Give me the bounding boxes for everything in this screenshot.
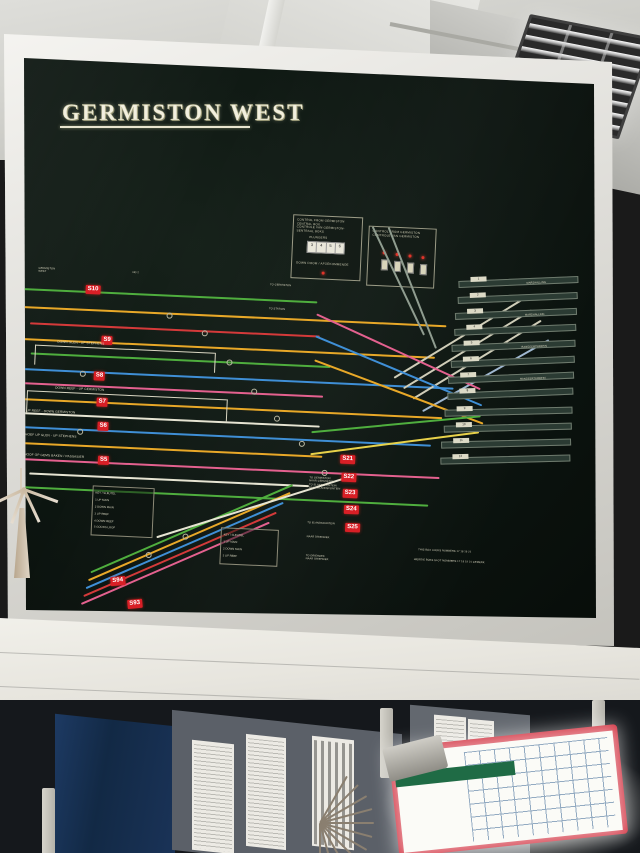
siding-label: 12 <box>452 453 469 460</box>
route-label: DOWN REEF - UP GERMISTON <box>55 385 105 392</box>
legend-entry: 2 DOWN MAIN <box>222 546 243 552</box>
legend-box: KEY / SLEUTEL 1 UP MAIN 2 DOWN MAIN 3 UP… <box>90 485 155 539</box>
track-line <box>24 485 429 508</box>
siding-label: 8 <box>459 387 476 394</box>
control-diagram-board: GERMISTON WEST CONTROL FROM GERMISTON CE… <box>0 34 640 728</box>
siding-label: 6 <box>462 356 479 362</box>
siding-label: 9 <box>456 405 473 412</box>
siding-label: 10 <box>455 421 472 428</box>
legend-title: KEY / SLEUTEL <box>223 532 245 538</box>
legend-entry: 4 DOWN REEF <box>94 518 114 524</box>
track-line <box>30 352 331 369</box>
signal-label-s94[interactable]: S94 <box>110 575 126 587</box>
siding-label: 3 <box>466 308 484 314</box>
yard-name: RANGEERTERREIN <box>521 344 548 349</box>
siding-label: 11 <box>453 437 470 444</box>
support-pole <box>42 788 55 853</box>
route-label: TO ELANDSFONTEIN <box>307 521 335 526</box>
counter-digit: 4 <box>316 242 327 253</box>
point-marker[interactable] <box>77 428 84 435</box>
legend-entry: 5 GOODS LOOP <box>93 524 116 530</box>
siding-label: 7 <box>460 371 477 378</box>
track-line <box>29 322 320 338</box>
key-switch[interactable] <box>380 259 389 271</box>
signal-label-s24[interactable]: S24 <box>343 504 359 515</box>
panel-right-heading: CONTROL FROM GERMISTON CONTROLE VAN GERM… <box>372 228 421 239</box>
legend-entry: 2 DOWN MAIN <box>94 504 114 510</box>
point-marker[interactable] <box>182 533 189 540</box>
blue-curtain <box>55 713 175 853</box>
route-label: NAAR DRIEHOEK <box>306 535 330 540</box>
route-label: DOWN GLEN - UP STEPHENS <box>57 339 105 346</box>
signal-label-s22[interactable]: S22 <box>341 472 357 483</box>
legend-entry: 3 UP REEF <box>222 553 238 558</box>
signal-label-s25[interactable]: S25 <box>344 522 361 533</box>
route-box <box>225 399 228 422</box>
counter-digit: 3 <box>307 241 318 253</box>
signal-label-s10[interactable]: S10 <box>85 284 101 295</box>
point-marker[interactable] <box>273 415 281 422</box>
legend-entry: 3 UP REEF <box>94 511 109 516</box>
signal-label-s23[interactable]: S23 <box>342 488 358 499</box>
windmill-body <box>14 508 30 578</box>
signal-label-s5[interactable]: S5 <box>97 455 110 466</box>
counter-digit: 5 <box>326 242 336 254</box>
track-diagram: CONTROL FROM GERMISTON CENTRAL BOX CONTR… <box>24 60 593 618</box>
page-title: GERMISTON WEST <box>62 100 305 125</box>
signal-label-s8[interactable]: S8 <box>93 371 106 381</box>
roster-grid <box>463 737 617 842</box>
posted-document <box>192 739 234 853</box>
key-switch[interactable] <box>419 263 428 276</box>
route-label: TO GERMISTON <box>269 283 292 288</box>
windmill-pole <box>20 468 22 494</box>
board-face: GERMISTON WEST CONTROL FROM GERMISTON CE… <box>24 58 596 618</box>
point-marker[interactable] <box>226 359 233 366</box>
signal-label-s6[interactable]: S6 <box>97 421 110 432</box>
control-panel-left[interactable]: CONTROL FROM GERMISTON CENTRAL BOX CONTR… <box>290 214 364 282</box>
panel-left-footer: DOWN DOOM / AFGEKOMMENDE <box>296 260 349 267</box>
track-line <box>29 472 310 487</box>
counter-digit: 6 <box>338 245 341 250</box>
signal-label-s7[interactable]: S7 <box>96 397 109 407</box>
track-line <box>24 457 440 480</box>
title-underline <box>60 126 250 128</box>
siding-label: 2 <box>469 292 486 298</box>
route-label: TO STATION <box>268 307 286 311</box>
point-marker[interactable] <box>79 370 86 377</box>
siding-label: 1 <box>470 276 487 282</box>
yard-name: RANGEERTERREIN <box>520 376 546 381</box>
point-marker[interactable] <box>201 330 208 337</box>
legend-entry: 1 UP MAIN <box>95 497 110 503</box>
clipboard-roster[interactable] <box>381 723 629 853</box>
route-label: NO 2 <box>132 270 139 275</box>
panel-left-counter-caption: PLUNGERS <box>309 234 328 240</box>
key-switch[interactable] <box>406 262 415 274</box>
signal-label-s93[interactable]: S93 <box>127 598 143 610</box>
indicator-lamp <box>408 254 412 258</box>
indicator-lamp <box>321 271 325 275</box>
track-line <box>24 287 318 304</box>
panel-left-heading: CONTROL FROM GERMISTON CENTRAL BOX CONTR… <box>296 217 345 234</box>
feather-duster <box>262 775 382 853</box>
board-note-line1: THIS BOX LOCKS NUMBERS 17 18 19 21 <box>418 548 472 554</box>
board-note-line2: HIERDIE BOKS SLOT NOMMERS 17 18 19 21 GE… <box>413 558 485 565</box>
route-label: HOEF UP GLEN - UP STEPHENS <box>24 432 77 439</box>
legend-entry: 1 UP MAIN <box>223 539 238 545</box>
document-lines <box>194 744 232 852</box>
legend-box-secondary: KEY / SLEUTEL 1 UP MAIN 2 DOWN MAIN 3 UP… <box>219 527 279 567</box>
point-marker[interactable] <box>298 440 306 447</box>
point-marker[interactable] <box>145 551 152 559</box>
point-marker[interactable] <box>166 312 173 319</box>
siding-label: 5 <box>463 340 480 346</box>
legend-title: KEY / SLEUTEL <box>95 490 116 496</box>
siding-label: 4 <box>466 324 483 330</box>
signal-label-s21[interactable]: S21 <box>340 454 356 465</box>
indicator-lamp <box>421 256 425 260</box>
plunger-counter[interactable]: 3 4 5 6 <box>306 240 346 255</box>
windmill-ornament <box>0 448 59 588</box>
